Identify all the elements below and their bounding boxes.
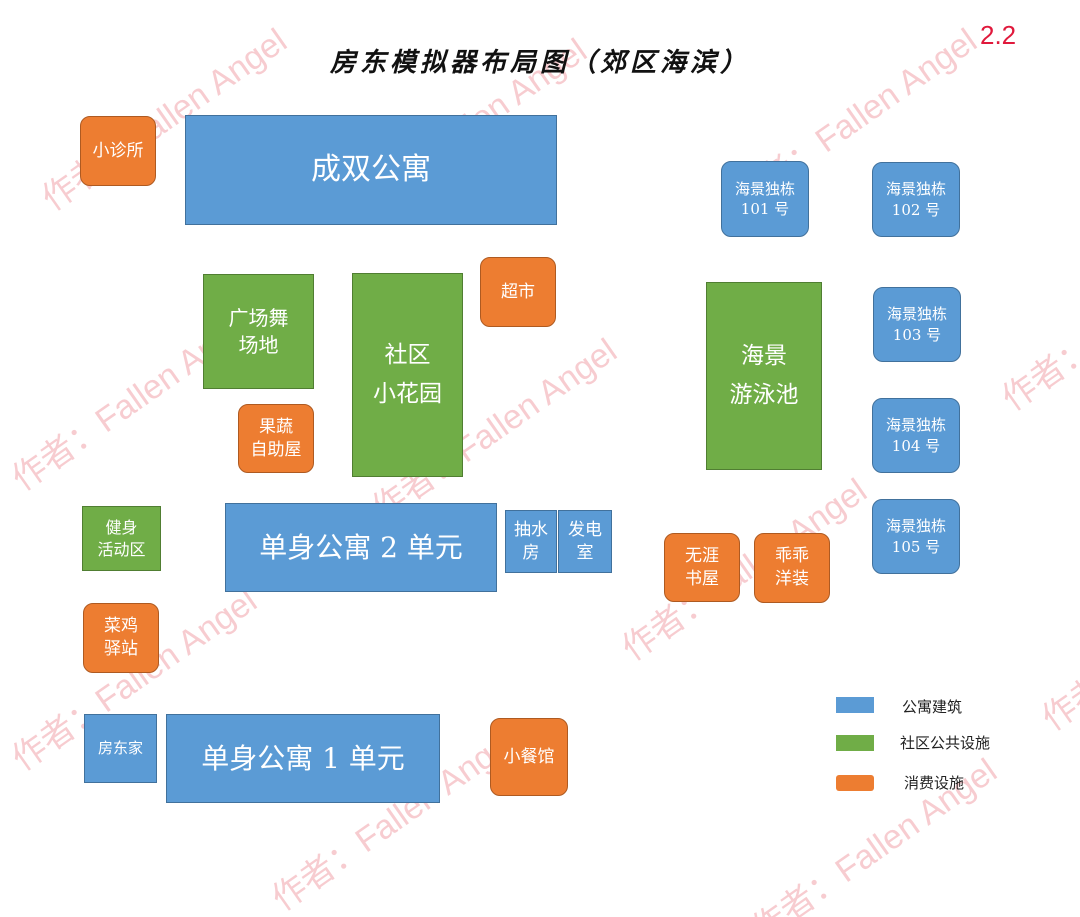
square-dance-area: 广场舞 场地 <box>203 274 314 389</box>
bookstore: 无涯 书屋 <box>664 533 740 602</box>
watermark: 作者：Fallen Angel <box>995 222 1080 419</box>
courier-station: 菜鸡 驿站 <box>83 603 159 673</box>
legend-label: 社区公共设施 <box>900 734 991 752</box>
fitness-area: 健身 活动区 <box>82 506 161 571</box>
villa-105: 海景独栋 105 号 <box>872 499 960 574</box>
page-title: 房东模拟器布局图（郊区海滨） <box>330 48 751 78</box>
villa-101: 海景独栋 101 号 <box>721 161 809 237</box>
legend-swatch-public <box>836 735 874 751</box>
restaurant: 小餐馆 <box>490 718 568 796</box>
community-garden: 社区 小花园 <box>352 273 463 477</box>
watermark: 作者：Fallen Angel <box>615 471 874 669</box>
villa-102: 海景独栋 102 号 <box>872 162 960 237</box>
legend-swatch-apartment <box>836 697 874 713</box>
seaview-pool: 海景 游泳池 <box>706 282 822 470</box>
clothing-store: 乖乖 洋装 <box>754 533 830 603</box>
supermarket: 超市 <box>480 257 556 327</box>
fruit-self-service: 果蔬 自助屋 <box>238 404 314 473</box>
version-label: 2.2 <box>980 20 1017 50</box>
landlord-home: 房东家 <box>84 714 157 783</box>
single-apartment-unit-2: 单身公寓 2 单元 <box>225 503 497 592</box>
watermark: 作者：Fallen Angel <box>1035 542 1080 739</box>
legend-label: 消费设施 <box>904 774 965 792</box>
legend-label: 公寓建筑 <box>902 698 963 716</box>
villa-103: 海景独栋 103 号 <box>873 287 961 362</box>
legend-swatch-consumer <box>836 775 874 791</box>
single-apartment-unit-1: 单身公寓 1 单元 <box>166 714 440 803</box>
pump-room: 抽水 房 <box>505 510 557 573</box>
clinic: 小诊所 <box>80 116 156 186</box>
chengshuang-apartment: 成双公寓 <box>185 115 557 225</box>
villa-104: 海景独栋 104 号 <box>872 398 960 473</box>
power-room: 发电 室 <box>558 510 612 573</box>
watermark: 作者：Fallen Angel <box>745 751 1004 917</box>
